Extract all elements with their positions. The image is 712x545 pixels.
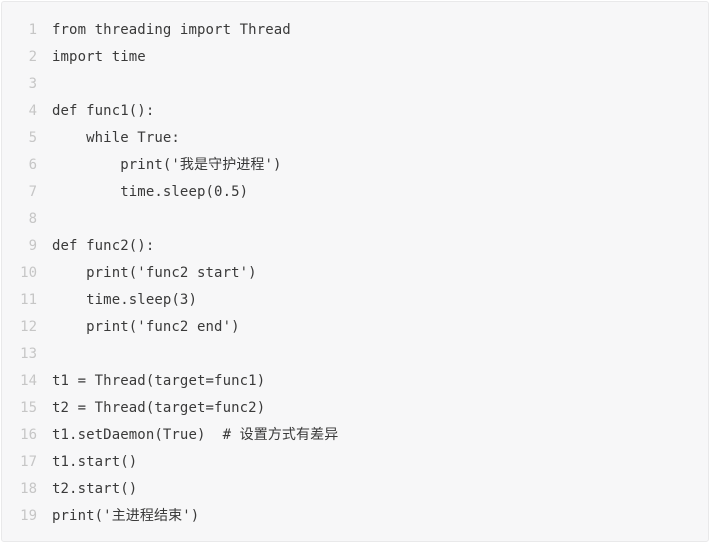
code-line: 5 while True: [2, 125, 708, 152]
line-number: 5 [28, 130, 37, 146]
line-number: 7 [28, 184, 37, 200]
code-line: 4 def func1(): [2, 98, 708, 125]
code-text: t1.setDaemon(True) # 设置方式有差异 [52, 427, 339, 443]
code-text: t2 = Thread(target=func2) [52, 400, 266, 416]
code-line: 8 [2, 206, 708, 233]
line-number: 10 [20, 265, 37, 281]
code-text: t1.start() [52, 454, 138, 470]
line-number: 15 [20, 400, 37, 416]
code-line: 18 t2.start() [2, 476, 708, 503]
line-number: 12 [20, 319, 37, 335]
code-text: while True: [52, 130, 180, 146]
line-number: 11 [20, 292, 37, 308]
code-text: print('func2 start') [52, 265, 257, 281]
line-number: 13 [20, 346, 37, 362]
code-line: 16 t1.setDaemon(True) # 设置方式有差异 [2, 422, 708, 449]
code-text: t1 = Thread(target=func1) [52, 373, 266, 389]
line-number: 16 [20, 427, 37, 443]
line-number: 8 [28, 211, 37, 227]
code-line: 15 t2 = Thread(target=func2) [2, 395, 708, 422]
line-number: 9 [28, 238, 37, 254]
code-text: print('func2 end') [52, 319, 240, 335]
line-number: 17 [20, 454, 37, 470]
code-text: print('我是守护进程') [52, 157, 282, 173]
line-number: 6 [28, 157, 37, 173]
code-text: t2.start() [52, 481, 138, 497]
line-number: 14 [20, 373, 37, 389]
code-text: time.sleep(0.5) [52, 184, 249, 200]
line-number: 18 [20, 481, 37, 497]
code-line: 6 print('我是守护进程') [2, 152, 708, 179]
line-number: 2 [28, 49, 37, 65]
code-text: from threading import Thread [52, 22, 291, 38]
code-text: def func2(): [52, 238, 155, 254]
code-text: import time [52, 49, 146, 65]
code-line: 11 time.sleep(3) [2, 287, 708, 314]
code-text: print('主进程结束') [52, 508, 200, 524]
code-line: 7 time.sleep(0.5) [2, 179, 708, 206]
code-line: 10 print('func2 start') [2, 260, 708, 287]
code-line: 2 import time [2, 44, 708, 71]
line-number: 3 [28, 76, 37, 92]
code-line: 14 t1 = Thread(target=func1) [2, 368, 708, 395]
code-line: 1 from threading import Thread [2, 17, 708, 44]
line-number: 4 [28, 103, 37, 119]
code-text: def func1(): [52, 103, 155, 119]
line-number: 1 [28, 22, 37, 38]
code-line: 13 [2, 341, 708, 368]
code-line: 12 print('func2 end') [2, 314, 708, 341]
code-line: 19 print('主进程结束') [2, 503, 708, 530]
line-number: 19 [20, 508, 37, 524]
code-line: 9 def func2(): [2, 233, 708, 260]
code-lines: 1 from threading import Thread 2 import ti… [2, 17, 708, 530]
code-text: time.sleep(3) [52, 292, 197, 308]
code-line: 3 [2, 71, 708, 98]
code-line: 17 t1.start() [2, 449, 708, 476]
